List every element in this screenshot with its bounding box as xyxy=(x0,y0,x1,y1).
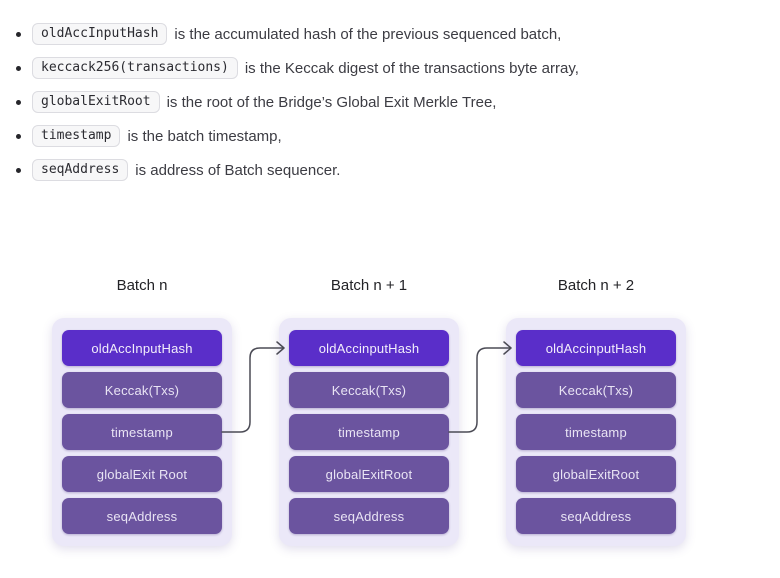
batch-chain-diagram: Batch n oldAccInputHash Keccak(Txs) time… xyxy=(0,270,780,570)
bullet-marker-icon xyxy=(16,133,21,139)
batch-title: Batch n xyxy=(116,277,168,294)
bullet-text: is the Keccak digest of the transactions… xyxy=(244,59,579,77)
list-item: seqAddress is address of Batch sequencer… xyxy=(14,153,770,187)
inline-code: timestamp xyxy=(32,125,121,147)
bullet-text: is address of Batch sequencer. xyxy=(135,161,341,179)
batch-title: Batch n + 2 xyxy=(557,277,635,294)
bullet-marker-icon xyxy=(16,31,21,37)
batch-row-seqaddress: seqAddress xyxy=(289,498,449,534)
bullet-marker-icon xyxy=(16,99,21,105)
batch-row-oldaccinputhash: oldAccinputHash xyxy=(289,330,449,366)
inline-code: globalExitRoot xyxy=(32,91,160,113)
batch-title: Batch n + 1 xyxy=(330,277,408,294)
batch-row-seqaddress: seqAddress xyxy=(62,498,222,534)
batch-row-globalexitroot: globalExit Root xyxy=(62,456,222,492)
batch-row-globalexitroot: globalExitRoot xyxy=(516,456,676,492)
inline-code: oldAccInputHash xyxy=(32,23,168,45)
batch-box: oldAccinputHash Keccak(Txs) timestamp gl… xyxy=(279,318,459,546)
batch-row-timestamp: timestamp xyxy=(516,414,676,450)
bullet-text: is the accumulated hash of the previous … xyxy=(174,25,562,43)
batch-row-oldaccinputhash: oldAccInputHash xyxy=(62,330,222,366)
bullet-marker-icon xyxy=(16,65,21,71)
batch-row-keccak-txs: Keccak(Txs) xyxy=(516,372,676,408)
bullet-text: is the batch timestamp, xyxy=(127,127,282,145)
batch-row-timestamp: timestamp xyxy=(62,414,222,450)
bullet-marker-icon xyxy=(16,167,21,173)
batch-row-oldaccinputhash: oldAccinputHash xyxy=(516,330,676,366)
batch-row-keccak-txs: Keccak(Txs) xyxy=(62,372,222,408)
list-item: timestamp is the batch timestamp, xyxy=(14,119,770,153)
batch-row-globalexitroot: globalExitRoot xyxy=(289,456,449,492)
inline-code: keccack256(transactions) xyxy=(32,57,238,79)
batch-row-keccak-txs: Keccak(Txs) xyxy=(289,372,449,408)
list-item: globalExitRoot is the root of the Bridge… xyxy=(14,85,770,119)
batch-box: oldAccinputHash Keccak(Txs) timestamp gl… xyxy=(506,318,686,546)
batch-box: oldAccInputHash Keccak(Txs) timestamp gl… xyxy=(52,318,232,546)
bullet-list: oldAccInputHash is the accumulated hash … xyxy=(14,17,770,187)
batch-row-seqaddress: seqAddress xyxy=(516,498,676,534)
bullet-text: is the root of the Bridge’s Global Exit … xyxy=(166,93,497,111)
batch-row-timestamp: timestamp xyxy=(289,414,449,450)
inline-code: seqAddress xyxy=(32,159,129,181)
list-item: oldAccInputHash is the accumulated hash … xyxy=(14,17,770,51)
list-item: keccack256(transactions) is the Keccak d… xyxy=(14,51,770,85)
